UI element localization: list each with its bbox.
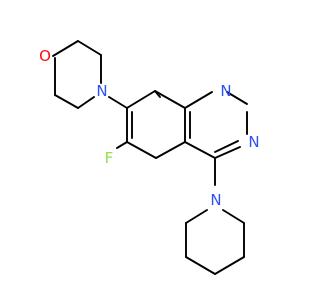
morpholine-ring — [52, 40, 102, 109]
bond — [126, 90, 156, 109]
bond — [214, 256, 245, 275]
n1-atom: N — [220, 82, 231, 100]
bond-morpholine-link — [108, 96, 128, 109]
piperidine-nitrogen-atom: N — [210, 191, 221, 209]
bond-fluorine — [116, 141, 128, 149]
structure-drawing: O N F N N N — [39, 40, 260, 275]
bond — [184, 141, 216, 159]
bond — [222, 209, 245, 224]
bond — [185, 209, 208, 224]
bond — [77, 96, 95, 109]
bond — [184, 91, 213, 109]
morpholine-nitrogen-atom: N — [96, 82, 107, 100]
fluorine-atom: F — [105, 149, 114, 167]
n3-atom: N — [248, 133, 259, 151]
pyrimidine-ring — [184, 91, 248, 159]
bond — [155, 141, 186, 159]
bond — [126, 141, 157, 159]
molecule-diagram: O N F N N N — [39, 40, 260, 275]
bond — [214, 146, 241, 159]
piperidine-ring — [185, 209, 245, 275]
bond — [52, 40, 79, 57]
benzo-ring — [126, 90, 191, 159]
bond — [226, 91, 248, 105]
bond — [214, 140, 239, 153]
bond — [154, 90, 186, 109]
oxygen-atom: O — [39, 47, 51, 65]
bond — [185, 256, 216, 275]
bond — [77, 40, 102, 56]
bond — [154, 90, 161, 98]
bond — [54, 94, 79, 109]
